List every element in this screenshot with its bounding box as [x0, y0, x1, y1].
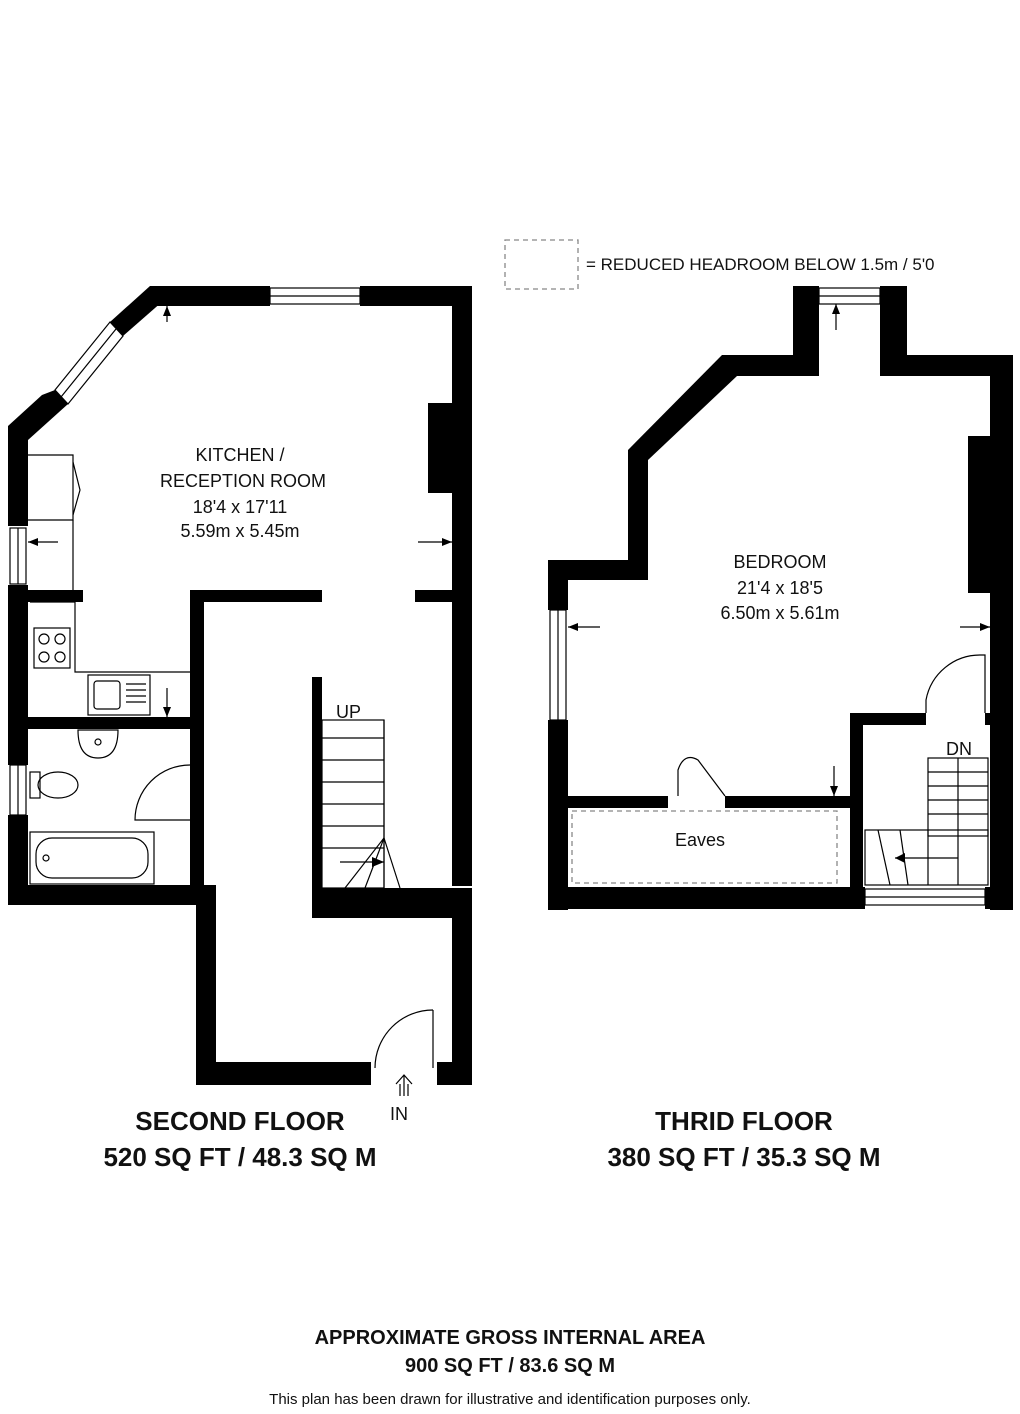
entrance-label: IN — [390, 1104, 408, 1124]
bedroom-size-imperial: 21'4 x 18'5 — [737, 578, 823, 598]
third-floor-area: 380 SQ FT / 35.3 SQ M — [607, 1142, 880, 1172]
third-floor-walls — [548, 286, 1013, 910]
second-floor-plan: KITCHEN / RECEPTION ROOM 18'4 x 17'11 5.… — [8, 286, 472, 1172]
second-floor-fixtures — [28, 306, 452, 1096]
kitchen-sink-icon — [87, 674, 151, 716]
entrance-door — [374, 1009, 434, 1069]
legend-text: = REDUCED HEADROOM BELOW 1.5m / 5'0 — [586, 255, 935, 274]
toilet-icon — [29, 771, 79, 799]
cupboard — [28, 454, 74, 521]
eaves-door — [677, 757, 726, 797]
third-floor-title: THRID FLOOR — [655, 1106, 833, 1136]
stairs-up-label: UP — [336, 702, 361, 722]
kitchen-size-metric: 5.59m x 5.45m — [180, 521, 299, 541]
second-floor-windows — [9, 287, 361, 816]
footer: APPROXIMATE GROSS INTERNAL AREA 900 SQ F… — [269, 1327, 751, 1408]
dimension-arrows — [28, 306, 452, 1096]
third-floor-fixtures — [568, 304, 990, 886]
second-floor-title: SECOND FLOOR — [135, 1106, 345, 1136]
bedroom-label: BEDROOM 21'4 x 18'5 6.50m x 5.61m — [720, 552, 839, 623]
hob-icon — [33, 627, 71, 669]
stairs-down — [864, 757, 989, 886]
second-floor-area: 520 SQ FT / 48.3 SQ M — [103, 1142, 376, 1172]
bedroom-size-metric: 6.50m x 5.61m — [720, 603, 839, 623]
disclaimer: This plan has been drawn for illustrativ… — [269, 1391, 751, 1408]
stairs-up — [321, 719, 401, 889]
kitchen-name-line1: KITCHEN / — [195, 445, 284, 465]
kitchen-name-line2: RECEPTION ROOM — [160, 471, 326, 491]
eaves-label: Eaves — [675, 830, 725, 850]
third-floor-plan: BEDROOM 21'4 x 18'5 6.50m x 5.61m Eaves … — [548, 286, 1013, 1172]
gia-value: 900 SQ FT / 83.6 SQ M — [405, 1355, 615, 1377]
bedroom-name: BEDROOM — [733, 552, 826, 572]
kitchen-size-imperial: 18'4 x 17'11 — [193, 497, 288, 517]
bath-icon — [29, 831, 155, 885]
worktop — [30, 601, 190, 673]
stairs-down-label: DN — [946, 739, 972, 759]
reduced-headroom-swatch — [504, 239, 579, 290]
third-floor-windows — [549, 287, 986, 906]
kitchen-label: KITCHEN / RECEPTION ROOM 18'4 x 17'11 5.… — [160, 445, 326, 541]
bathroom-door — [134, 764, 191, 821]
gia-title: APPROXIMATE GROSS INTERNAL AREA — [315, 1327, 706, 1349]
eaves-area — [571, 810, 838, 884]
third-floor-dimension-arrows — [568, 304, 990, 796]
second-floor-walls — [8, 286, 472, 1085]
basin-icon — [77, 729, 119, 759]
legend: = REDUCED HEADROOM BELOW 1.5m / 5'0 — [504, 239, 935, 290]
bedroom-door — [925, 654, 986, 713]
